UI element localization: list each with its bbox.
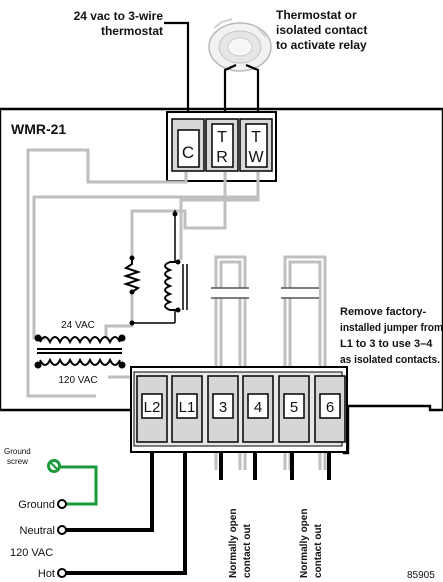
supply-voltage-label: 120 VAC — [10, 547, 53, 559]
terminal-label-c: C — [182, 143, 194, 162]
relay-terminal-label: 6 — [326, 399, 334, 416]
relay-terminal-label: 3 — [219, 399, 227, 416]
ground-wire — [60, 465, 98, 506]
thermostat-callout-line3: to activate relay — [276, 38, 367, 52]
terminal-label-r: R — [216, 149, 228, 166]
relay-terminal-label: L2 — [144, 399, 161, 416]
terminal-label-t2: T — [251, 129, 261, 146]
contact-label-2-line1: Normally open — [299, 509, 310, 578]
thermostat-terminal-block: C T R T W — [166, 111, 277, 182]
jumper-callout-line4: as isolated contacts. — [340, 354, 440, 366]
power-callout-line2: thermostat — [101, 24, 163, 38]
contact-label-2: Normally open contact out — [299, 509, 324, 578]
thermostat-callout-line2: isolated contact — [276, 23, 367, 37]
transformer — [34, 334, 126, 369]
jumper-callout-line3: L1 to 3 to use 3–4 — [340, 338, 433, 350]
thermostat-callout-line1: Thermostat or — [276, 8, 357, 22]
contact-label-1-line2: contact out — [242, 523, 253, 578]
field-wiring — [62, 451, 331, 575]
thermostat-icon — [208, 18, 272, 72]
part-number: 85905 — [407, 570, 435, 581]
field-terminals — [57, 499, 67, 578]
terminal-label-t1: T — [217, 129, 227, 146]
ground-screw-label-line1: Ground — [4, 447, 31, 456]
relay-terminal-l1: L1 — [171, 375, 203, 443]
hot-label: Hot — [38, 568, 55, 580]
terminal-label-w: W — [248, 149, 264, 166]
contact-label-1-line1: Normally open — [228, 509, 239, 578]
relay-terminal-4: 4 — [242, 375, 274, 443]
relay-terminal-label: 4 — [254, 399, 262, 416]
ground-screw-icon — [47, 459, 61, 473]
board-model-label: WMR-21 — [11, 121, 66, 137]
relay-terminal-l2: L2 — [136, 375, 168, 443]
jumper-callout-line1: Remove factory- — [340, 306, 427, 318]
power-callout-line1: 24 vac to 3-wire — [74, 9, 164, 23]
ground-label: Ground — [18, 499, 55, 511]
ground-screw-label-line2: screw — [7, 457, 28, 466]
contact-label-2-line2: contact out — [313, 523, 324, 578]
relay-terminal-block: L2 L1 3 4 5 6 — [130, 366, 348, 453]
relay-terminal-5: 5 — [278, 375, 310, 443]
relay-terminal-label: 5 — [290, 399, 298, 416]
transformer-primary-label: 120 VAC — [58, 375, 97, 386]
transformer-secondary-label: 24 VAC — [61, 320, 95, 331]
relay-coil — [122, 210, 188, 326]
neutral-label: Neutral — [20, 525, 55, 537]
relay-terminal-6: 6 — [314, 375, 346, 443]
relay-terminal-3: 3 — [207, 375, 239, 443]
relay-terminal-label: L1 — [179, 399, 196, 416]
contact-label-1: Normally open contact out — [228, 509, 253, 578]
jumper-callout-line2: installed jumper from — [340, 322, 443, 334]
relay-contacts — [211, 287, 319, 299]
